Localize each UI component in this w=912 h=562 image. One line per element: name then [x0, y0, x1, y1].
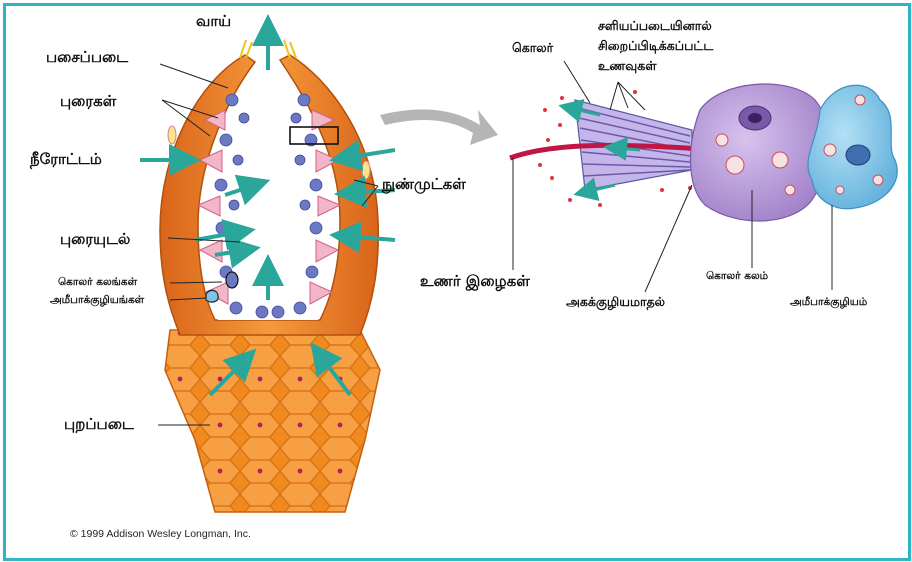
label-mouth: வாய்: [196, 12, 231, 30]
label-trapped-food-2: சிறைப்பிடிக்கப்பட்ட: [598, 38, 713, 53]
zoom-arrow: [380, 109, 498, 145]
label-collar: கொலர்: [512, 40, 553, 55]
label-choanocytes: கொலர் கலங்கள்: [58, 276, 137, 289]
label-amoebocyte-cell: அமீபாக்குழியம்: [790, 296, 867, 309]
label-amoebocytes: அமீபாக்குழியங்கள்: [50, 294, 144, 307]
copyright-text: © 1999 Addison Wesley Longman, Inc.: [70, 528, 251, 540]
sponge-base: [165, 330, 380, 512]
label-ostia: நுண்முட்கள்: [382, 175, 466, 193]
label-spongocoel: புரையுடல்: [60, 230, 130, 248]
label-trapped-food-1: சளியப்படையினால்: [598, 18, 712, 33]
label-pores: புரைகள்: [60, 92, 116, 110]
zoomed-cells: [510, 84, 897, 221]
label-mesohyl: பசைப்படை: [46, 48, 128, 66]
label-choanocyte-cell: கொலர் கலம்: [706, 270, 768, 283]
label-epidermis: புறப்படை: [64, 415, 134, 433]
label-water-flow: நீரோட்டம்: [30, 150, 102, 168]
label-flagellum: உணர் இழைகள்: [420, 272, 530, 290]
label-trapped-food-3: உணவுகள்: [598, 58, 656, 73]
label-endocytosis: அகக்குழியமாதல்: [566, 294, 665, 309]
